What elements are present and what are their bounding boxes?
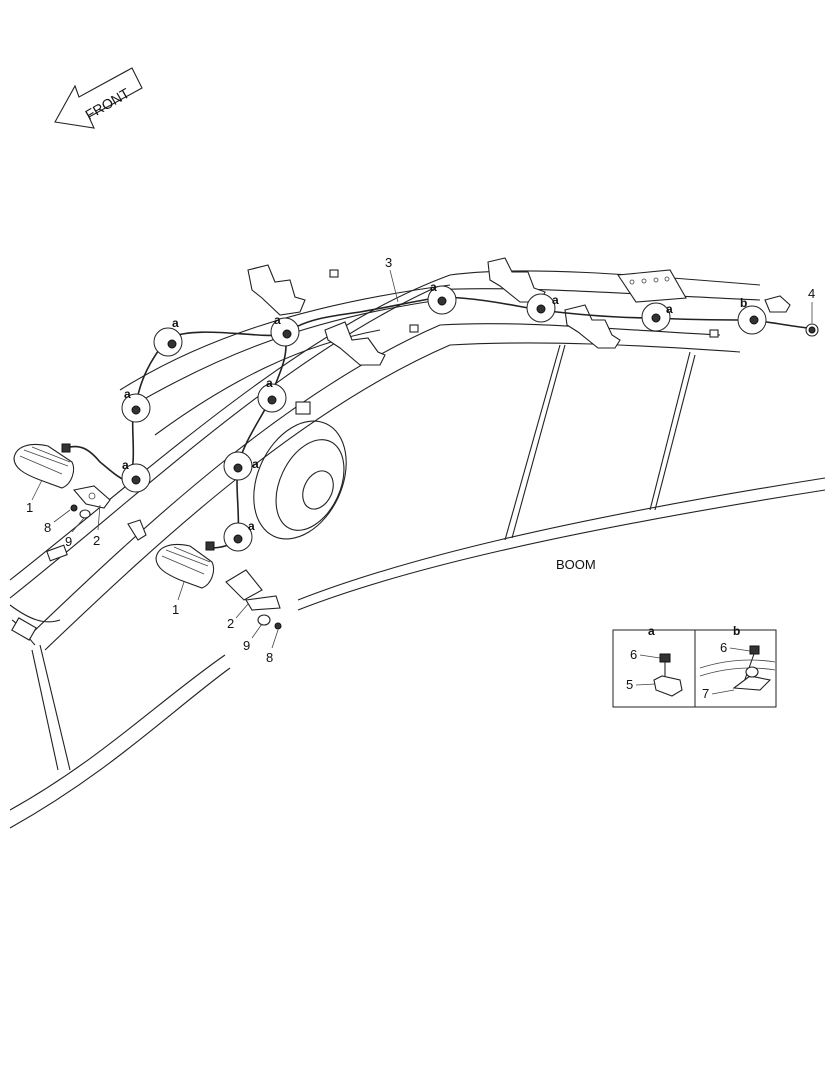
detail-a-label-6: 6 [630,647,637,662]
callout-9-lower: 9 [243,638,250,653]
svg-text:a: a [552,293,559,307]
callout-8-lower: 8 [266,650,273,665]
clamp-a-8: a [427,280,457,315]
callout-2-lower: 2 [227,616,234,631]
boom-structure [9,270,826,829]
callout-1-lower: 1 [172,602,179,617]
svg-text:a: a [124,387,131,401]
clamp-a-10: a [641,302,673,332]
clamp-a-3: a [121,458,151,493]
svg-text:b: b [740,296,747,310]
clamp-a-4: a [270,313,300,347]
detail-b-label-7: 7 [702,686,709,701]
work-light-lower [155,541,282,630]
clamp-a-5: a [257,376,287,413]
detail-panel: a 6 5 b 6 7 [612,624,777,708]
callout-3: 3 [385,255,392,270]
clamp-b-1: b [737,296,767,335]
detail-b-label-6: 6 [720,640,727,655]
clamp-a-7: a [223,519,255,552]
svg-text:a: a [430,280,437,294]
callout-9-upper: 9 [65,534,72,549]
detail-a: a 6 5 [626,624,683,697]
callout-2-upper: 2 [93,533,100,548]
callout-numbers: 3 1 2 8 9 1 2 9 8 [26,255,399,665]
callout-8-upper: 8 [44,520,51,535]
svg-text:a: a [122,458,129,472]
harness-clamps: a a a a a a a a a a b [121,280,767,552]
connector-part-4: 4 [805,286,819,337]
svg-text:a: a [274,313,281,327]
front-arrow: FRONT [54,67,143,129]
svg-text:a: a [266,376,273,390]
detail-a-label-5: 5 [626,677,633,692]
svg-text:a: a [248,519,255,533]
detail-a-title: a [648,624,655,638]
boom-saddle-brackets [247,257,791,415]
callout-4: 4 [808,286,815,301]
clamp-a-6: a [223,451,259,481]
detail-b: b 6 7 [699,624,776,701]
work-light-upper [13,443,147,562]
svg-text:a: a [172,316,179,330]
svg-text:a: a [666,302,673,316]
svg-text:a: a [252,457,259,471]
clamp-a-2: a [121,387,151,423]
clamp-a-1: a [153,316,183,357]
wiring-harness [69,296,809,549]
boom-label: BOOM [556,557,596,572]
detail-b-title: b [733,624,740,638]
clamp-a-9: a [526,293,559,323]
callout-1-upper: 1 [26,500,33,515]
